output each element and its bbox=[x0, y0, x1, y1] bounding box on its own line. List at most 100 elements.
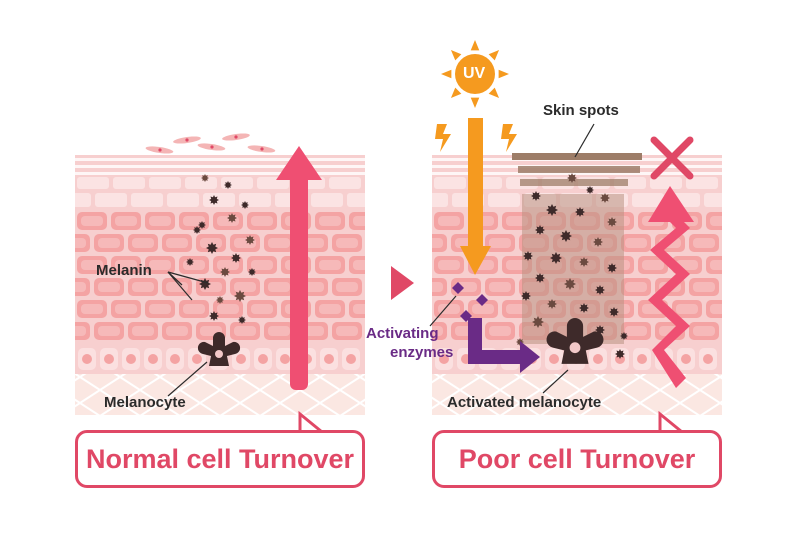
skin-cell-core bbox=[98, 282, 120, 292]
shedding-cell bbox=[173, 136, 201, 144]
skin-cell-core bbox=[387, 216, 409, 226]
melanin-granule bbox=[209, 311, 219, 321]
skin-cell-core bbox=[200, 238, 222, 248]
skin-cell bbox=[383, 300, 413, 318]
melanocyte-label: Melanocyte bbox=[104, 394, 186, 411]
skin-cell-core bbox=[115, 216, 137, 226]
melanin-leader-line bbox=[167, 271, 209, 284]
melanin-granule bbox=[523, 251, 533, 261]
skin-cell-core bbox=[234, 326, 256, 336]
skin-cell-core bbox=[387, 304, 409, 314]
uv-arrow-head bbox=[460, 246, 491, 275]
melanin-granule bbox=[224, 181, 232, 189]
poor-turnover-caption-box: Poor cell Turnover bbox=[432, 430, 722, 488]
activated-melanocyte bbox=[546, 318, 604, 364]
skin-cell-core bbox=[98, 238, 120, 248]
melanin-granule bbox=[609, 307, 619, 317]
basal-nucleus bbox=[703, 354, 713, 364]
diagram-annotations bbox=[145, 40, 694, 434]
skin-cell-core bbox=[438, 260, 460, 270]
skin-cell-core bbox=[81, 260, 103, 270]
enzymes-leader-line bbox=[429, 295, 457, 327]
skin-cell-core bbox=[353, 304, 365, 314]
play-triangle-icon bbox=[391, 266, 414, 300]
melanin-granule bbox=[615, 349, 625, 359]
melanin-granule bbox=[593, 237, 603, 247]
flat-cell bbox=[365, 177, 397, 189]
lightning-icon bbox=[501, 124, 517, 152]
skin-spot-band bbox=[520, 179, 628, 186]
flat-cell bbox=[185, 177, 217, 189]
skin-cell-core bbox=[183, 260, 205, 270]
shedding-cell bbox=[145, 146, 174, 154]
melanin-granule bbox=[532, 316, 544, 328]
melanin-granule bbox=[607, 217, 617, 227]
shedding-cell-dot bbox=[210, 145, 214, 149]
skin-cell-core bbox=[404, 304, 426, 314]
cross-icon-stroke bbox=[650, 136, 694, 180]
uv-arrow-shaft bbox=[468, 118, 483, 250]
skin-cell-core bbox=[149, 216, 171, 226]
skin-spot-band bbox=[518, 166, 640, 173]
flat-cell bbox=[434, 177, 466, 189]
skin-spot-band bbox=[512, 153, 642, 160]
skin-cell-core bbox=[47, 304, 69, 314]
melanin-granule bbox=[198, 221, 206, 229]
skin-cell-core bbox=[268, 282, 290, 292]
normal-turnover-caption: Normal cell Turnover bbox=[85, 443, 355, 474]
flat-cell bbox=[41, 177, 73, 189]
skin-cell bbox=[740, 300, 770, 318]
skin-cell-core bbox=[98, 326, 120, 336]
skin-cell bbox=[400, 212, 430, 230]
flat-cell bbox=[432, 193, 448, 207]
basal-nucleus bbox=[192, 354, 202, 364]
skin-cell bbox=[43, 256, 73, 274]
skin-cell-core bbox=[432, 238, 443, 248]
shedding-cell-dot bbox=[234, 135, 238, 139]
skin-cell-core bbox=[744, 304, 766, 314]
poor-turnover-caption: Poor cell Turnover bbox=[458, 443, 696, 474]
flat-cell bbox=[75, 193, 91, 207]
sun-ray bbox=[470, 40, 480, 51]
melanin-granule bbox=[579, 257, 589, 267]
skin-cell-core bbox=[217, 260, 239, 270]
skin-cell-core bbox=[625, 238, 647, 248]
skin-cell-core bbox=[761, 282, 783, 292]
skin-cell-core bbox=[319, 304, 341, 314]
melanin-granule bbox=[607, 263, 617, 273]
melanin-granule bbox=[238, 316, 246, 324]
skin-cell-core bbox=[489, 238, 511, 248]
melanin-granule bbox=[234, 290, 246, 302]
skin-cell-core bbox=[432, 282, 443, 292]
skin-cell-core bbox=[75, 282, 86, 292]
skin-cell bbox=[740, 212, 770, 230]
skin-cell-core bbox=[710, 216, 722, 226]
sun-ray bbox=[488, 49, 500, 61]
uv-label: UV bbox=[463, 65, 486, 82]
skin-cell bbox=[400, 234, 430, 252]
basal-nucleus bbox=[593, 354, 603, 364]
skin-cell-core bbox=[353, 260, 365, 270]
skin-cell-core bbox=[336, 282, 358, 292]
melanin-granule bbox=[620, 332, 628, 340]
enzyme-diamond bbox=[452, 282, 464, 294]
melanin-label: Melanin bbox=[96, 262, 152, 279]
activating-enzymes-label-line2: enzymes bbox=[390, 344, 454, 361]
skin-cell-core bbox=[693, 326, 715, 336]
melanin-granule bbox=[579, 303, 589, 313]
flat-cell bbox=[758, 177, 790, 189]
skin-cell-core bbox=[387, 260, 409, 270]
shedding-cell bbox=[222, 133, 250, 141]
skin-cell-core bbox=[251, 260, 273, 270]
skin-cell-core bbox=[761, 238, 783, 248]
melanin-granule bbox=[220, 267, 230, 277]
skin-cell-core bbox=[251, 216, 273, 226]
melanocyte-nucleus bbox=[569, 342, 581, 354]
skin-cell-core bbox=[132, 282, 154, 292]
skin-cell-core bbox=[75, 238, 86, 248]
skin-cell bbox=[366, 234, 396, 252]
basal-nucleus bbox=[324, 354, 334, 364]
melanin-granule bbox=[547, 299, 557, 309]
